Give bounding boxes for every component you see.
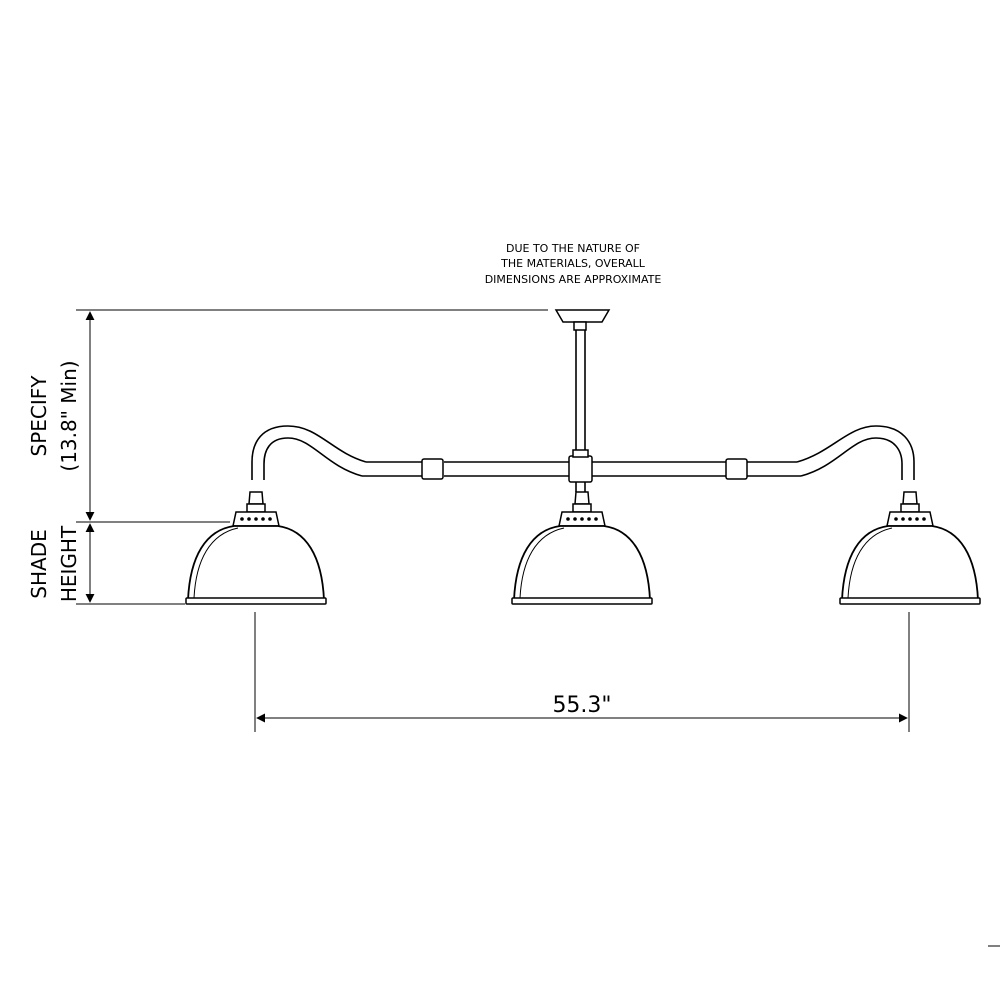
shade-label: SHADE [27, 529, 51, 598]
center-cross-fitting [568, 449, 593, 483]
pendant-shade-right [839, 491, 981, 605]
center-drop-stem [575, 482, 586, 492]
dimension-overall-drop [76, 309, 548, 523]
height-label: HEIGHT [57, 525, 81, 602]
dimension-span [254, 612, 910, 732]
disclaimer-note-line-3: DIMENSIONS ARE APPROXIMATE [485, 273, 662, 286]
ceiling-canopy [554, 309, 611, 331]
span-dimension-label: 55.3" [552, 693, 611, 718]
pendant-shade-left [185, 491, 327, 605]
horizontal-arm-left [251, 425, 569, 480]
dimension-shade-height [76, 523, 185, 605]
specify-minimum-label: (13.8" Min) [57, 360, 81, 471]
pendant-shade-center [511, 491, 653, 605]
horizontal-arm-right [592, 425, 915, 480]
disclaimer-note-line-1: DUE TO THE NATURE OF [506, 242, 640, 255]
disclaimer-note-line-2: THE MATERIALS, OVERALL [500, 257, 646, 270]
down-rod [575, 330, 586, 456]
specify-label: SPECIFY [27, 375, 51, 457]
